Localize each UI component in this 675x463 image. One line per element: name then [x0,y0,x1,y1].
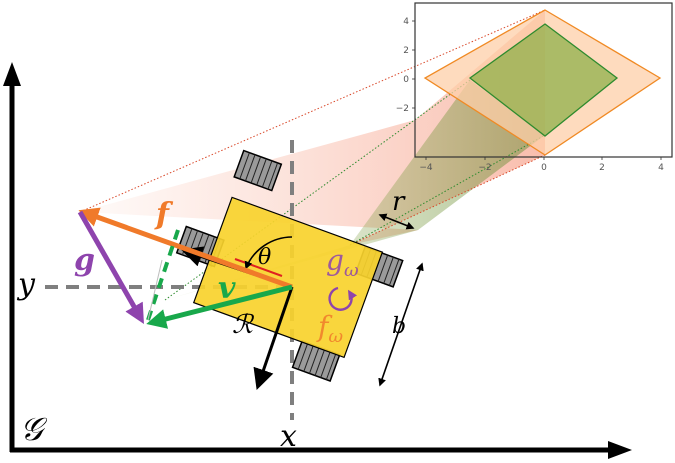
vertical-axis-arrowhead [3,62,21,86]
inset-y-tick-label: 0 [403,75,409,85]
wheel-radius-arrow [378,213,415,230]
frame-label: 𝒢 [20,410,48,448]
v-vector-label: v [218,271,236,306]
parallelogram-guide-gray [147,259,163,321]
beam-edge-bottom [349,154,546,246]
inset-x-tick-label: −2 [478,163,491,173]
inset-x-ticks: −4 −2 0 2 4 [419,157,664,173]
inset-x-tick-label: 4 [658,163,664,173]
inset-x-tick-label: −4 [419,163,433,173]
inset-frame [414,2,673,158]
g-vector-label: g [74,243,95,278]
f-vector [78,207,293,290]
inner-set-beam [165,80,545,300]
inset-y-ticks: 4 2 0 −2 [396,17,415,114]
inset-plot: −4 −2 0 2 4 4 2 0 −2 [396,2,673,173]
theta-arc [244,236,293,270]
wheelbase-label: b [392,314,406,339]
wheelbase-arrow [378,262,424,387]
inner-diamond [468,23,619,137]
robot-body [192,196,384,359]
heading-underline [234,258,283,277]
inset-y-tick-label: −2 [396,104,409,114]
g-omega-sub: ω [344,260,359,281]
inset-y-tick-label: 4 [403,17,409,27]
inset-y-tick-label: 2 [403,46,409,56]
rotation-arrow [328,286,358,311]
radius-label: ℛ [232,310,255,340]
f-omega-sub: ω [328,326,343,347]
g-omega-base: g [326,244,344,277]
horizontal-axis-arrowhead [608,441,632,459]
theta-label: θ [258,245,271,270]
beam-edge-inner-bottom [349,134,546,246]
g-vector [77,210,144,324]
inset-x-tick-label: 2 [599,163,605,173]
wheel-front-left [233,149,283,192]
inset-x-tick-label: 0 [541,163,547,173]
g-omega-label: gω [326,244,359,281]
radius-arrow [253,286,294,390]
beam-edge-top [79,9,546,213]
wheel-radius-label: r [392,187,406,217]
y-axis-label: y [16,267,36,302]
v-vector [146,284,293,329]
projection-beams [79,9,546,301]
x-axis-label: x [280,419,297,454]
